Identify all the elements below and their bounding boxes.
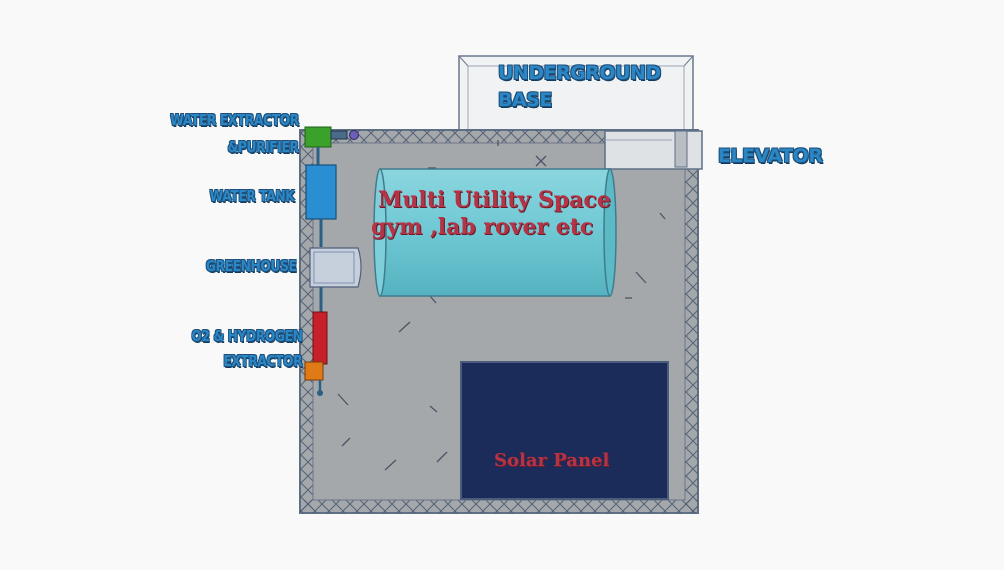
o2-hydrogen-label-line1: O2 & HYDROGEN (190, 327, 303, 345)
greenhouse-label: GREENHOUSE (205, 257, 296, 275)
solar-panel (460, 361, 669, 500)
o2-hydrogen-label-line2: EXTRACTOR (223, 352, 302, 370)
multi-utility-label-line1: Multi Utility Space (378, 187, 611, 213)
o2-hydrogen-extractor-module (304, 311, 328, 396)
water-extractor-module (304, 126, 359, 165)
multi-utility-label-line2: gym ,lab rover etc (371, 214, 594, 240)
underground-base-label-line1: UNDERGROUND (498, 62, 661, 84)
underground-base-box (458, 55, 694, 133)
greenhouse-module (309, 247, 362, 312)
underground-base-label-line2: BASE (498, 89, 552, 111)
elevator-shaft (604, 130, 703, 170)
water-extractor-label-line2: &PURIFIER (228, 138, 299, 156)
water-extractor-label-line1: WATER EXTRACTOR (170, 111, 299, 129)
multi-utility-cylinder (373, 168, 617, 297)
water-tank-label: WATER TANK (209, 187, 294, 205)
elevator-label: ELEVATOR (718, 145, 823, 167)
solar-panel-label: Solar Panel (494, 450, 610, 471)
water-tank-module (305, 164, 337, 247)
